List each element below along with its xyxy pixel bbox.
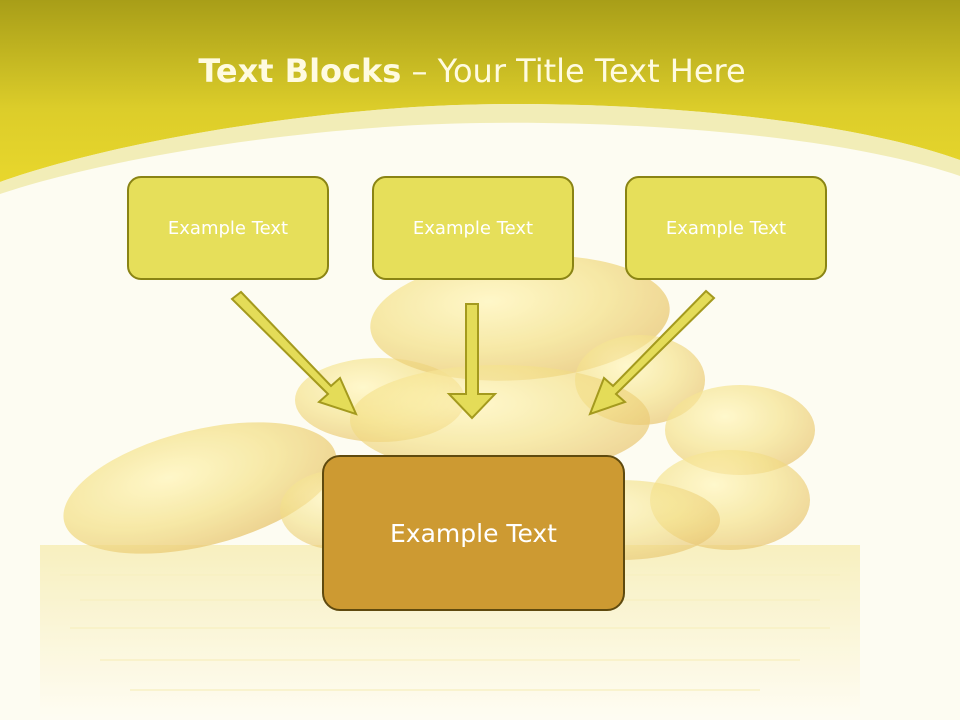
title-bold: Text Blocks [198, 52, 402, 90]
header-accent-curve [0, 103, 960, 194]
arrow-down-left-icon [588, 289, 716, 416]
text-block-label: Example Text [167, 217, 289, 239]
text-block-1[interactable]: Example Text [127, 176, 329, 280]
text-block-label: Example Text [412, 217, 534, 239]
text-block-2[interactable]: Example Text [372, 176, 574, 280]
title-dash: – [411, 52, 428, 90]
text-block-main-label: Example Text [390, 518, 557, 548]
arrow-down-right-icon [230, 290, 358, 416]
title-rest: Your Title Text Here [437, 52, 746, 90]
text-block-main[interactable]: Example Text [322, 455, 625, 611]
text-block-3[interactable]: Example Text [625, 176, 827, 280]
header-band [0, 0, 960, 182]
text-block-label: Example Text [665, 217, 787, 239]
arrow-down-icon [446, 303, 498, 420]
slide-title: Text Blocks – Your Title Text Here [0, 52, 944, 90]
